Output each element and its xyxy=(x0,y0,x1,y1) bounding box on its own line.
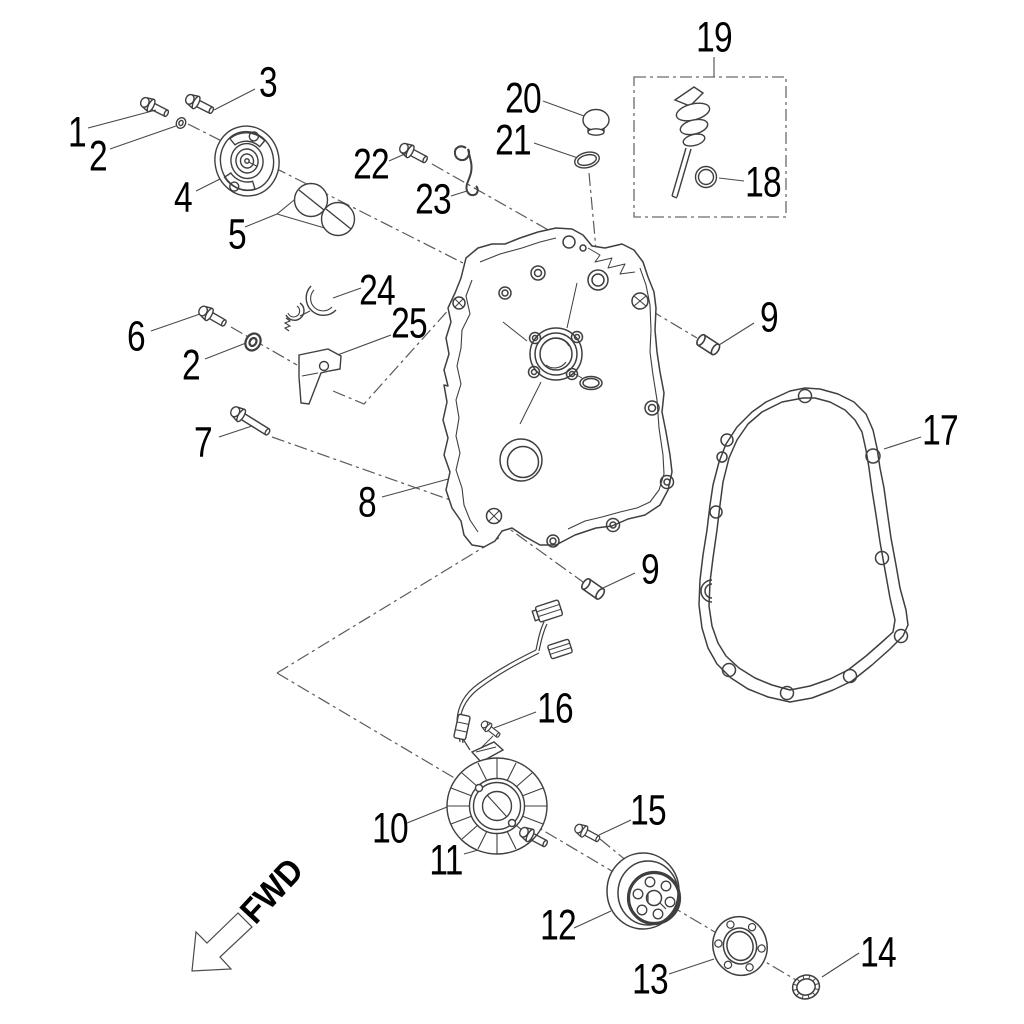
part-2-washer xyxy=(173,115,189,131)
callout-14: 14 xyxy=(860,928,897,977)
callout-7: 7 xyxy=(194,418,213,467)
part-19-oil-dipstick xyxy=(671,86,711,199)
harness-sensor xyxy=(453,713,471,741)
callout-8: 8 xyxy=(358,478,377,527)
part-20-oil-filler-cap xyxy=(582,108,610,136)
group-box-19 xyxy=(633,76,787,218)
callout-15: 15 xyxy=(630,786,667,835)
part-18-o-ring xyxy=(694,165,718,189)
part-21-o-ring xyxy=(574,151,600,169)
callout-4: 4 xyxy=(174,173,193,222)
callout-18: 18 xyxy=(745,158,782,207)
part-12-flywheel-rotor xyxy=(606,852,682,930)
part-23-hook-clip xyxy=(453,145,479,197)
part-22-bolt xyxy=(396,139,431,168)
callout-22: 22 xyxy=(353,140,390,189)
part-4-retainer-plate xyxy=(214,125,280,197)
callout-21: 21 xyxy=(495,116,532,165)
callout-5: 5 xyxy=(228,210,247,259)
callout-9a: 9 xyxy=(760,293,779,342)
callout-25: 25 xyxy=(391,299,428,348)
callout-9b: 9 xyxy=(641,545,660,594)
harness-connector-1 xyxy=(531,599,564,623)
callout-23: 23 xyxy=(415,175,452,224)
callout-17: 17 xyxy=(922,406,959,455)
part-2-washer-second xyxy=(241,329,265,355)
part-5-inspection-caps xyxy=(293,182,356,237)
callout-16: 16 xyxy=(537,684,574,733)
callout-13: 13 xyxy=(632,955,669,1004)
part-14-bearing-ring xyxy=(791,974,821,1000)
callout-3: 3 xyxy=(259,58,278,107)
callout-24: 24 xyxy=(359,266,396,315)
fwd-direction-arrow xyxy=(191,912,253,972)
callout-20: 20 xyxy=(505,74,542,123)
part-15-bolt xyxy=(571,820,603,846)
part-1-bolt xyxy=(137,93,172,121)
part-7-bolt xyxy=(227,402,274,440)
callout-6: 6 xyxy=(127,312,146,361)
callout-11: 11 xyxy=(429,836,463,885)
part-25-bracket xyxy=(298,348,342,405)
part-9-dowel-pin-lower xyxy=(579,576,607,602)
part-9-dowel-pin-upper xyxy=(694,332,723,357)
callout-2: 2 xyxy=(89,132,108,181)
callout-12: 12 xyxy=(540,901,577,950)
callout-2b: 2 xyxy=(182,341,201,390)
part-16-bolt xyxy=(478,718,503,741)
part-6-bolt xyxy=(195,302,230,331)
callout-1: 1 xyxy=(68,108,87,157)
part-13-starter-clutch-plate xyxy=(712,915,768,977)
harness-connector-2 xyxy=(547,638,573,660)
callout-10: 10 xyxy=(372,804,409,853)
callout-19: 19 xyxy=(696,13,733,62)
part-24-wire-clamp xyxy=(283,285,337,332)
callout-leader-lines xyxy=(87,57,922,978)
part-8-crankcase-cover xyxy=(442,227,675,548)
part-3-bolt xyxy=(182,90,217,118)
part-17-gasket xyxy=(698,387,909,703)
